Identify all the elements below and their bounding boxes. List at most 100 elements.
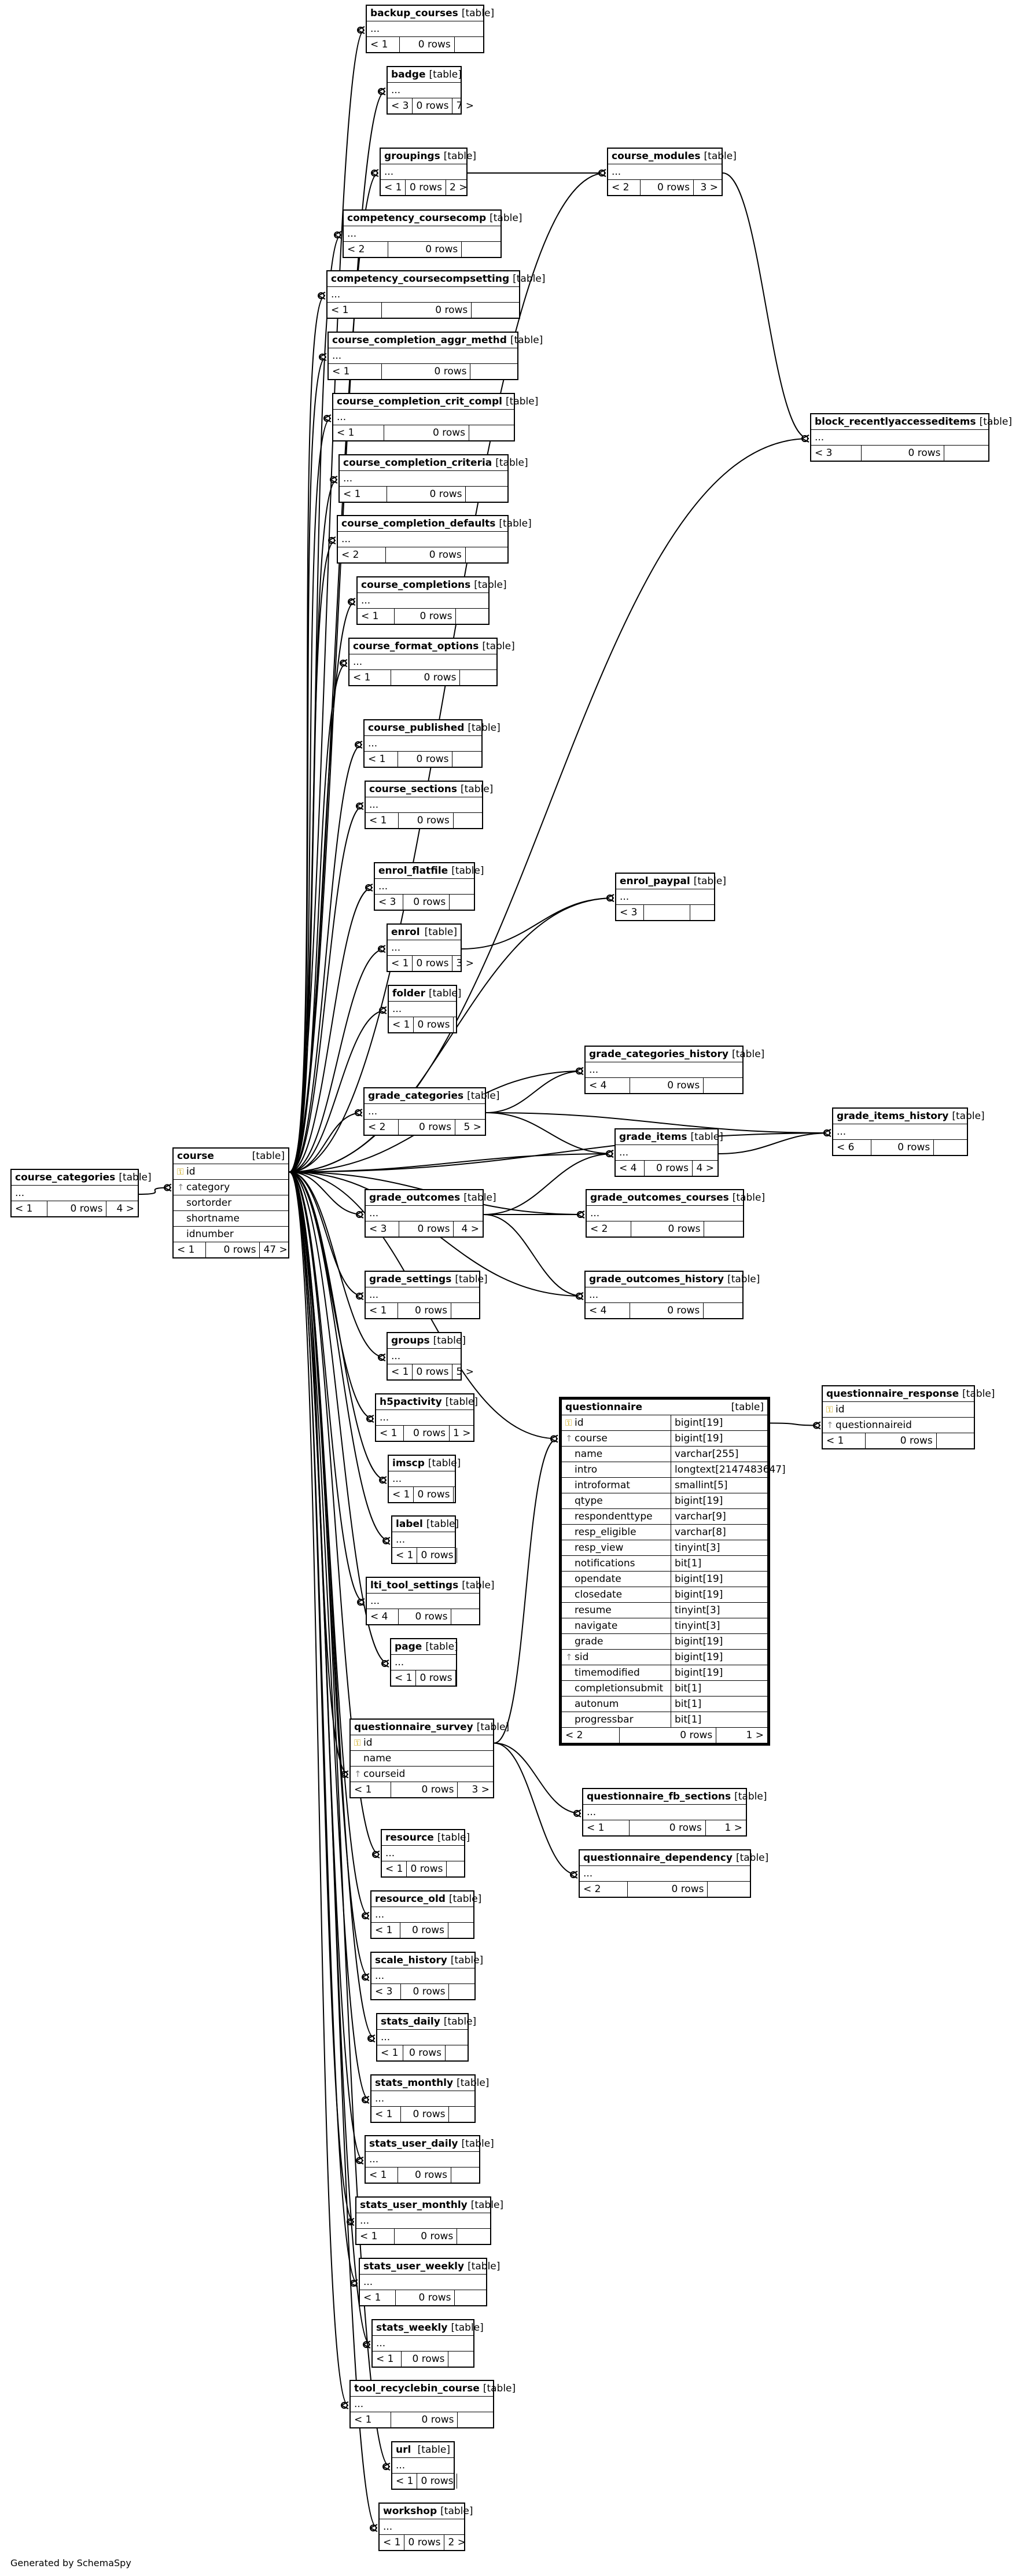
parents-count[interactable]: < 1 <box>354 2414 372 2426</box>
collapsed-columns-row[interactable]: ... <box>392 2458 454 2474</box>
row-count[interactable]: 0 rows <box>619 1728 716 1743</box>
children-count[interactable]: 4 > <box>453 1221 483 1237</box>
parents-count[interactable]: < 1 <box>331 304 349 316</box>
children-count[interactable] <box>933 1140 967 1155</box>
column-row[interactable]: ↑category <box>174 1180 288 1195</box>
column-row[interactable]: ⚿id <box>174 1164 288 1180</box>
children-count[interactable] <box>452 813 482 828</box>
row-count[interactable]: 0 rows <box>406 1861 446 1876</box>
children-count[interactable]: 1 > <box>716 1728 767 1743</box>
children-count[interactable]: 2 > <box>446 180 470 195</box>
children-count[interactable]: 2 > <box>444 2535 469 2550</box>
children-count[interactable] <box>451 1609 479 1624</box>
parents-count[interactable]: < 2 <box>612 182 630 193</box>
children-count[interactable]: 1 > <box>448 1426 474 1441</box>
row-count[interactable]: 0 rows <box>644 1161 692 1176</box>
row-count[interactable]: 0 rows <box>404 2535 444 2550</box>
collapsed-columns-row[interactable]: ... <box>608 164 722 180</box>
parents-count[interactable]: < 1 <box>587 1822 605 1834</box>
row-count[interactable]: 0 rows <box>47 1201 106 1216</box>
collapsed-columns-row[interactable]: ... <box>580 1866 750 1882</box>
collapsed-columns-row[interactable]: ... <box>366 2152 479 2167</box>
collapsed-columns-row[interactable]: ... <box>367 1594 479 1609</box>
collapsed-columns-row[interactable]: ... <box>388 83 461 98</box>
collapsed-columns-row[interactable]: ... <box>371 1907 473 1923</box>
children-count[interactable] <box>448 2107 474 2122</box>
parents-count[interactable]: < 1 <box>360 2231 378 2242</box>
children-count[interactable] <box>455 609 488 624</box>
collapsed-columns-row[interactable]: ... <box>333 410 514 425</box>
row-count[interactable]: 0 rows <box>395 2290 454 2305</box>
parents-count[interactable]: < 1 <box>396 2475 414 2487</box>
parents-count[interactable]: < 6 <box>837 1142 855 1153</box>
parents-count[interactable]: < 1 <box>384 182 402 193</box>
parents-count[interactable]: < 3 <box>378 896 396 908</box>
parents-count[interactable]: < 2 <box>565 1729 583 1741</box>
parents-count[interactable]: < 1 <box>391 958 409 969</box>
row-count[interactable]: 0 rows <box>390 2412 458 2427</box>
row-count[interactable]: 0 rows <box>629 1303 703 1318</box>
collapsed-columns-row[interactable]: ... <box>329 348 517 364</box>
column-row[interactable]: ↑courseid <box>351 1767 493 1782</box>
table-enrol-paypal[interactable]: enrol_paypal[table]...< 3 <box>615 873 726 921</box>
collapsed-columns-row[interactable]: ... <box>616 889 714 905</box>
parents-count[interactable]: < 1 <box>337 427 355 439</box>
children-count[interactable] <box>707 1882 750 1897</box>
parents-count[interactable]: < 1 <box>391 1366 409 1378</box>
parents-count[interactable]: < 2 <box>590 1223 608 1235</box>
parents-count[interactable]: < 1 <box>363 2292 381 2303</box>
parents-count[interactable]: < 2 <box>347 244 365 255</box>
children-count[interactable] <box>452 752 481 767</box>
parents-count[interactable]: < 3 <box>620 907 638 918</box>
parents-count[interactable]: < 1 <box>332 366 350 377</box>
column-row[interactable]: sortorder <box>174 1195 288 1211</box>
parents-count[interactable]: < 1 <box>392 1019 410 1031</box>
parents-count[interactable]: < 1 <box>375 1924 393 1936</box>
collapsed-columns-row[interactable]: ... <box>338 532 507 547</box>
parents-count[interactable]: < 4 <box>370 1611 388 1622</box>
column-row[interactable]: ↑questionnaireid <box>823 1418 974 1433</box>
collapsed-columns-row[interactable]: ... <box>587 1206 743 1221</box>
collapsed-columns-row[interactable]: ... <box>373 2336 473 2351</box>
children-count[interactable] <box>457 2412 493 2427</box>
children-count[interactable] <box>470 364 517 379</box>
collapsed-columns-row[interactable]: ... <box>366 1287 479 1303</box>
collapsed-columns-row[interactable]: ... <box>833 1124 967 1140</box>
children-count[interactable] <box>468 425 514 440</box>
collapsed-columns-row[interactable]: ... <box>616 1145 717 1161</box>
row-count[interactable]: 0 rows <box>400 2351 448 2367</box>
parents-count[interactable]: < 1 <box>369 2169 387 2181</box>
children-count[interactable] <box>703 1303 742 1318</box>
row-count[interactable]: 0 rows <box>412 98 452 113</box>
collapsed-columns-row[interactable]: ... <box>351 2397 493 2412</box>
children-count[interactable]: 47 > <box>259 1242 290 1257</box>
collapsed-columns-row[interactable]: ... <box>366 797 482 813</box>
parents-count[interactable]: < 2 <box>583 1883 601 1895</box>
parents-count[interactable]: < 1 <box>381 2047 399 2059</box>
row-count[interactable]: 0 rows <box>405 180 446 195</box>
children-count[interactable]: 4 > <box>106 1201 138 1216</box>
children-count[interactable]: 5 > <box>452 1364 477 1379</box>
